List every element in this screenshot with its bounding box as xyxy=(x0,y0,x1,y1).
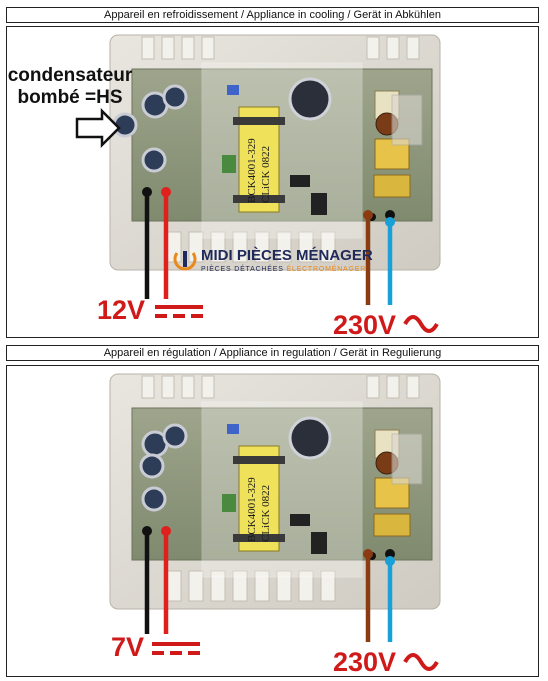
dc-voltage-label: 7V xyxy=(111,632,145,662)
pcb-photo-cooling: BCK4001-329 CLiCK 0822 xyxy=(75,34,441,333)
panel-regulation: BCK4001-329 CLiCK 0822 7V 230V xyxy=(6,365,539,677)
ac-voltage-label: 230V xyxy=(333,310,397,338)
capacitor-annotation: condensateur bombé =HS xyxy=(7,65,135,109)
dc-symbol xyxy=(152,642,200,655)
ac-symbol xyxy=(403,653,439,671)
logo-name: MIDI PIÈCES MÉNAGER xyxy=(201,247,373,264)
ac-symbol xyxy=(403,315,439,333)
ac-voltage-label: 230V xyxy=(333,647,397,677)
dc-symbol xyxy=(155,305,203,318)
transformer-label-2: CLiCK 0822 xyxy=(260,485,272,542)
logo-tagline: PIÈCES DÉTACHÉES ÉLECTROMÉNAGER xyxy=(201,266,367,273)
transformer-label-1: BCK4001-329 xyxy=(246,138,258,203)
panel-cooling: BCK4001-329 CLiCK 0822 xyxy=(6,26,539,338)
section-header-cooling: Appareil en refroidissement / Appliance … xyxy=(6,7,539,23)
logo-mark-icon xyxy=(173,251,197,271)
midi-pieces-logo: MIDI PIÈCES MÉNAGER PIÈCES DÉTACHÉES ÉLE… xyxy=(171,245,381,279)
transformer-label-1: BCK4001-329 xyxy=(246,477,258,542)
pcb-photo-regulation: BCK4001-329 CLiCK 0822 xyxy=(109,373,441,671)
transformer-label-2: CLiCK 0822 xyxy=(260,146,272,203)
annotation-line-1: condensateur xyxy=(7,65,133,86)
dc-voltage-label: 12V xyxy=(97,295,146,325)
section-header-regulation: Appareil en régulation / Appliance in re… xyxy=(6,345,539,361)
annotation-line-2: bombé =HS xyxy=(17,87,123,108)
